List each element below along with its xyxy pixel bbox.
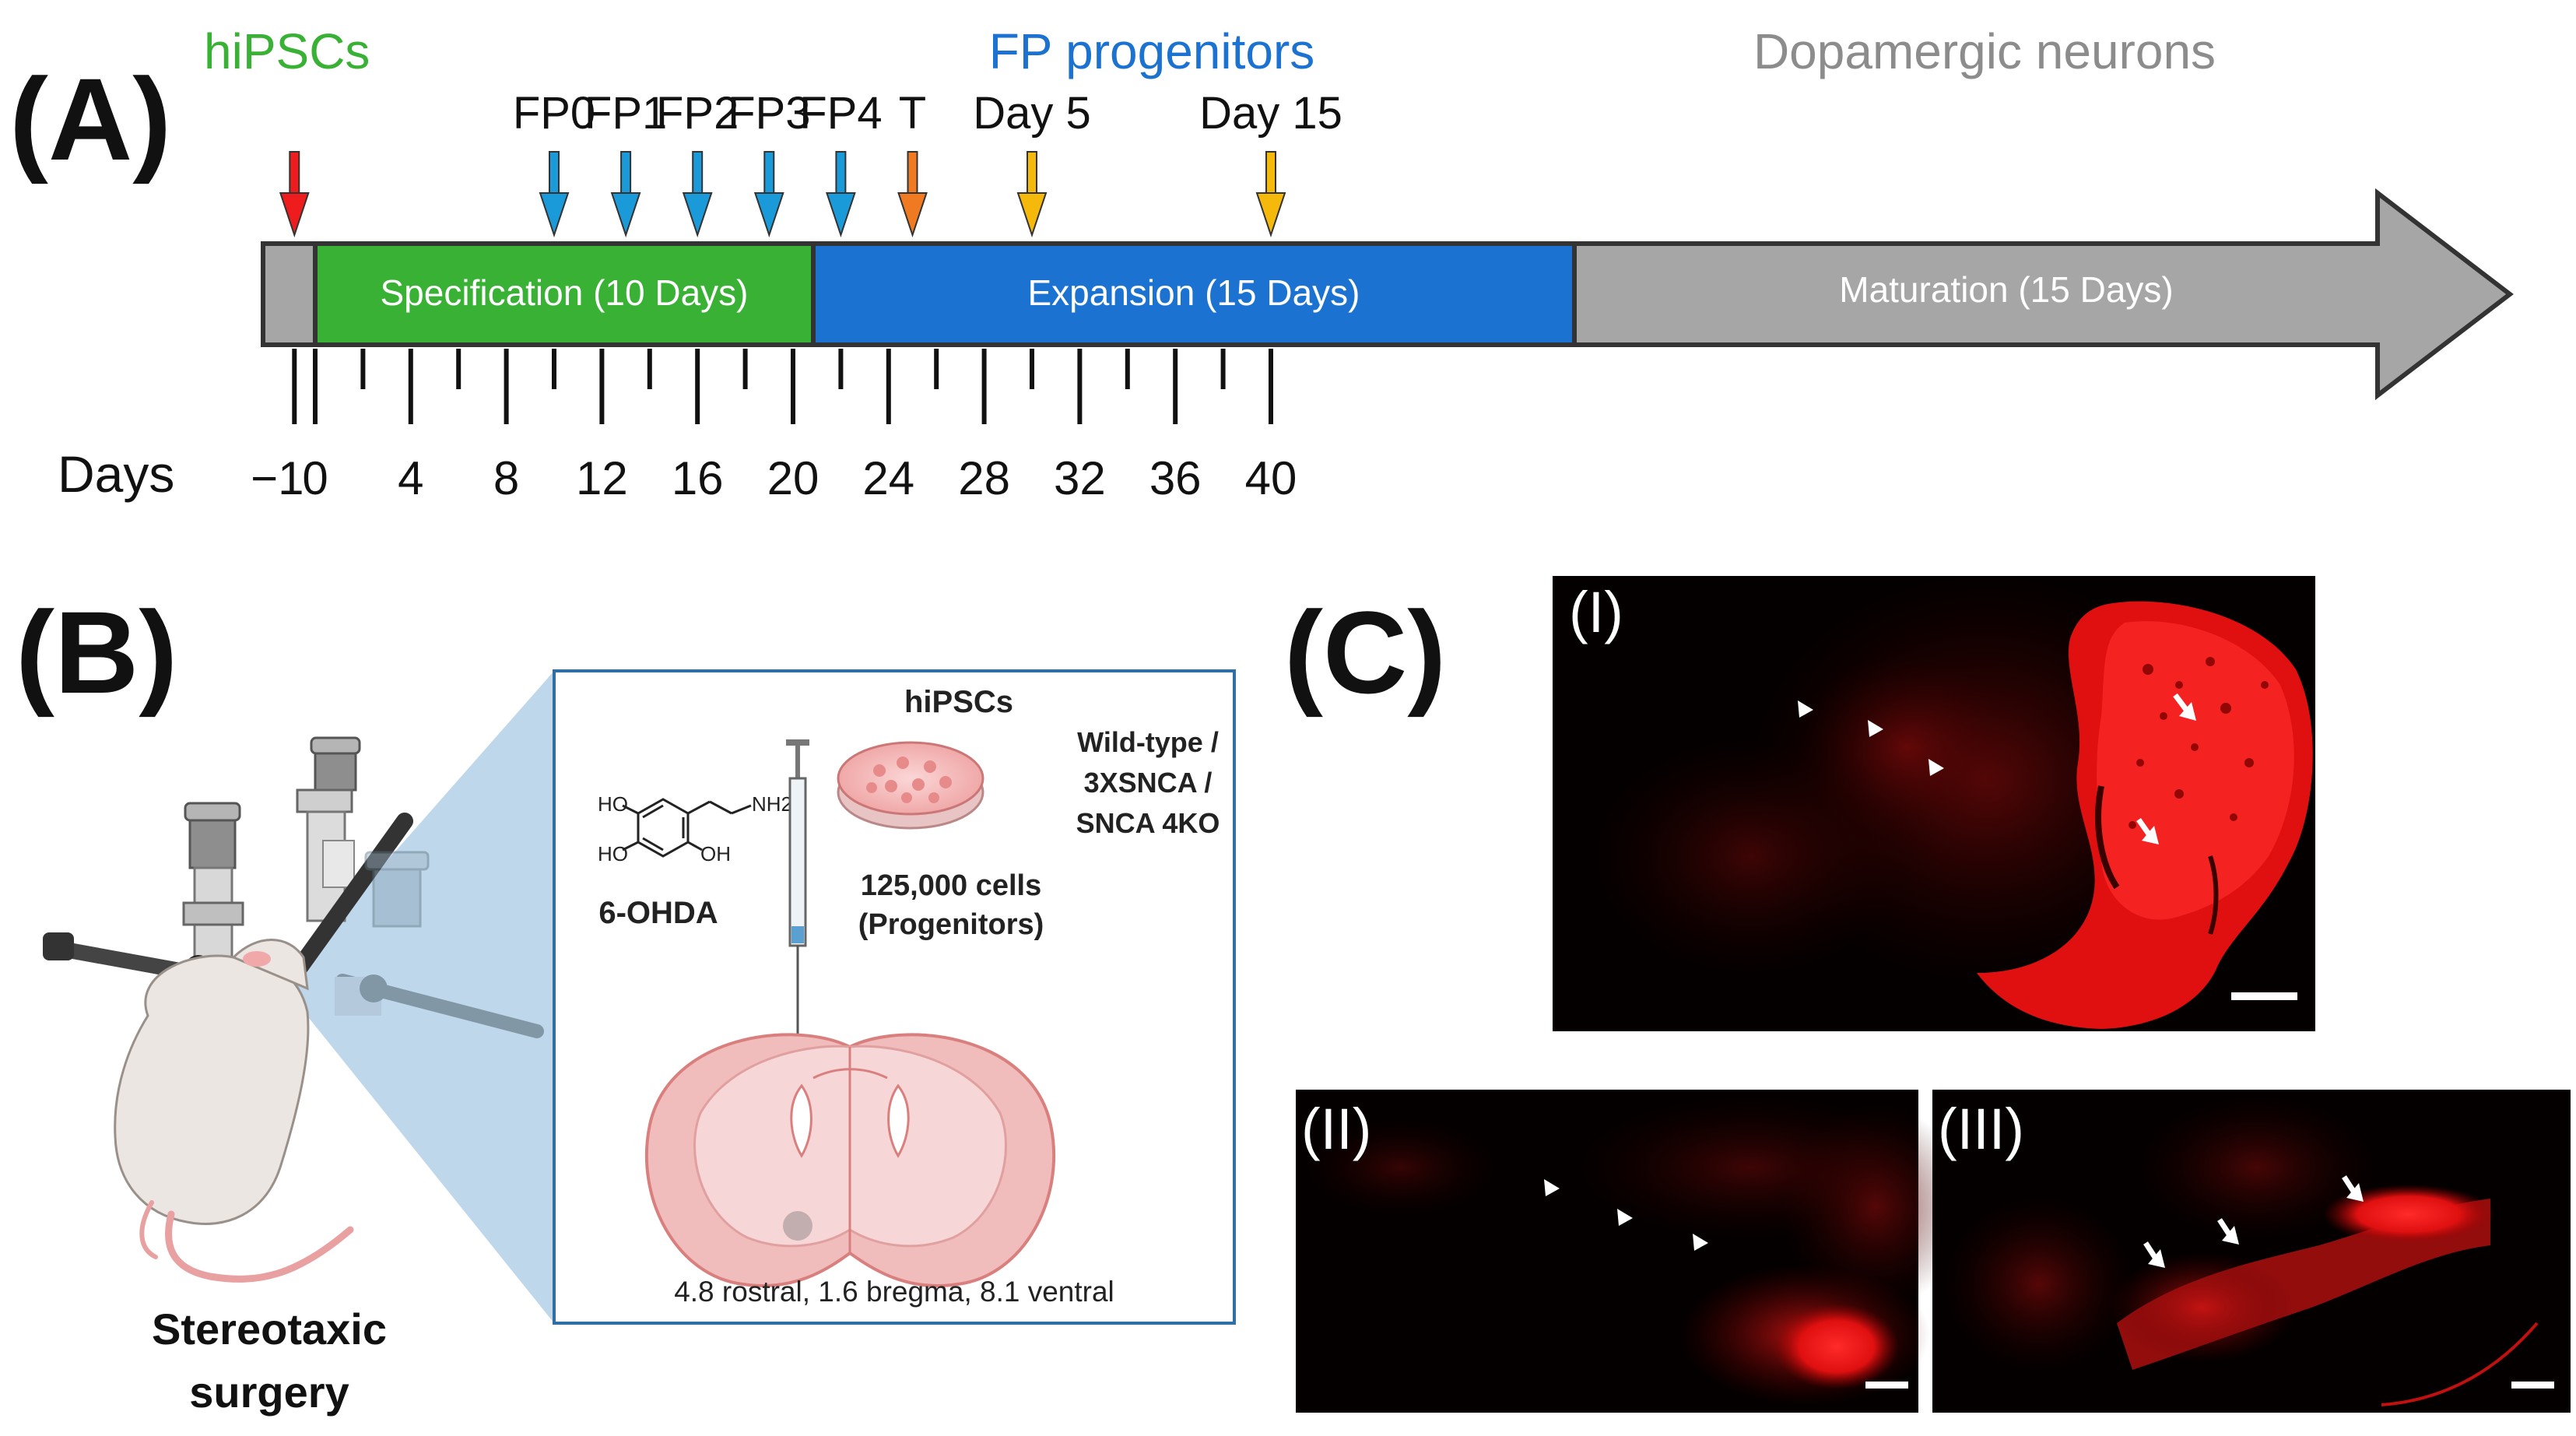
- cell-type: (Progenitors): [858, 908, 1044, 941]
- chem-oh: OH: [700, 842, 731, 865]
- brain-coronal-section: [645, 1033, 1055, 1287]
- arrowheads-i: [1798, 700, 1944, 776]
- maturation-phase-arrow: [1572, 188, 2514, 401]
- expansion-phase: [811, 241, 1577, 347]
- fp-progenitors-stage-title: FP progenitors: [989, 23, 1315, 79]
- micrograph-i: (I): [1553, 576, 2315, 1031]
- genotype-3xsnca: 3XSNCA /: [1084, 767, 1213, 799]
- marker-fp4-label: FP4: [799, 88, 882, 139]
- tick-label-8: 28: [958, 452, 1010, 504]
- marker-fp0-label: FP0: [513, 88, 595, 139]
- arrows-i: [2136, 693, 2196, 844]
- scale-bar-i: [2231, 992, 2297, 1000]
- days-axis-title: Days: [58, 445, 174, 503]
- specification-phase: [313, 241, 816, 347]
- scale-bar-ii: [1865, 1382, 1908, 1389]
- genotype-snca-4ko: SNCA 4KO: [1076, 807, 1220, 839]
- marker-day-15-label: Day 15: [1199, 88, 1342, 139]
- marker-fp4: FP4: [799, 88, 883, 238]
- surgery-caption-line2: surgery: [189, 1368, 349, 1417]
- axis-tick-labels: −10 4 8 12 16 20 24 28 32 36 40: [251, 452, 1297, 504]
- dopaminergic-neurons-stage-title: Dopamergic neurons: [1753, 23, 2216, 79]
- marker-t-label: T: [899, 88, 926, 139]
- tick-label-2: 4: [398, 452, 423, 504]
- tick-label-11: 40: [1245, 452, 1297, 504]
- tick-label-6: 20: [767, 452, 819, 504]
- 6-ohda-structure: [622, 798, 752, 858]
- axis-ticks: [292, 349, 1273, 424]
- tick-label-9: 32: [1054, 452, 1106, 504]
- specification-label: Specification (10 Days): [381, 272, 749, 313]
- marker-fp0: FP0: [513, 88, 595, 238]
- cell-count: 125,000 cells: [861, 869, 1041, 902]
- chem-ho-bottom: HO: [598, 842, 628, 865]
- panel-a-label: (A): [9, 54, 171, 184]
- micrograph-i-label: (I): [1569, 580, 1623, 644]
- marker-fp3: FP3: [728, 88, 810, 238]
- panel-a: (A) hiPSCs FP progenitors Dopamergic neu…: [9, 23, 2514, 504]
- tick-label-0: −1: [251, 452, 304, 504]
- marker-t: T: [897, 88, 928, 238]
- micrograph-ii: (II): [1296, 1090, 1969, 1413]
- stereotaxic-coordinates: 4.8 rostral, 1.6 bregma, 8.1 ventral: [674, 1276, 1114, 1308]
- arrows-iii: [2143, 1175, 2364, 1268]
- pre-spec-segment: [261, 241, 318, 347]
- stereotaxic-frame-illustration: [43, 736, 544, 1283]
- tick-label-1: 0: [302, 452, 328, 504]
- panel-b-label: (B): [16, 587, 177, 718]
- marker-fp1-label: FP1: [584, 88, 667, 139]
- petri-dish-illustration: [837, 741, 984, 830]
- timeline-bar: Specification (10 Days) Expansion (15 Da…: [261, 188, 2514, 401]
- tick-label-10: 36: [1149, 452, 1202, 504]
- hipscs-stage-title: hiPSCs: [204, 23, 370, 79]
- marker-fp2: FP2: [656, 88, 739, 238]
- micrograph-iii-label: (III): [1938, 1097, 2024, 1161]
- chem-ho-top: HO: [598, 792, 628, 816]
- marker-day-5: Day 5: [973, 88, 1091, 238]
- tick-label-4: 12: [576, 452, 628, 504]
- start-marker-arrow: [279, 151, 310, 238]
- expansion-label: Expansion (15 Days): [1028, 272, 1360, 313]
- arrowheads-ii: [1544, 1179, 1708, 1251]
- marker-fp3-label: FP3: [728, 88, 810, 139]
- genotype-wildtype: Wild-type /: [1077, 726, 1219, 758]
- surgery-caption-line1: Stereotaxic: [152, 1304, 387, 1353]
- panel-c-label: (C): [1284, 587, 1446, 718]
- tick-label-7: 24: [862, 452, 914, 504]
- scale-bar-iii: [2511, 1382, 2554, 1389]
- marker-day-5-label: Day 5: [973, 88, 1091, 139]
- panel-c: (C): [1284, 576, 2571, 1413]
- panel-b: (B): [16, 587, 1236, 1417]
- tick-label-3: 8: [493, 452, 519, 504]
- marker-fp1: FP1: [584, 88, 667, 238]
- zoom-cone: [280, 671, 554, 1323]
- chem-nh2: NH2: [752, 792, 792, 816]
- marker-day-15: Day 15: [1199, 88, 1342, 238]
- tick-label-5: 16: [672, 452, 724, 504]
- marker-fp2-label: FP2: [656, 88, 739, 139]
- surgery-inset: hiPSCs Wild-type / 3XSNCA / SNCA 4KO 125…: [553, 669, 1236, 1325]
- micrograph-iii: (III): [1932, 1090, 2571, 1413]
- drug-label: 6-OHDA: [598, 896, 718, 930]
- maturation-label: Maturation (15 Days): [1839, 269, 2174, 310]
- inset-hipscs-title: hiPSCs: [904, 685, 1013, 719]
- micrograph-ii-label: (II): [1301, 1097, 1371, 1161]
